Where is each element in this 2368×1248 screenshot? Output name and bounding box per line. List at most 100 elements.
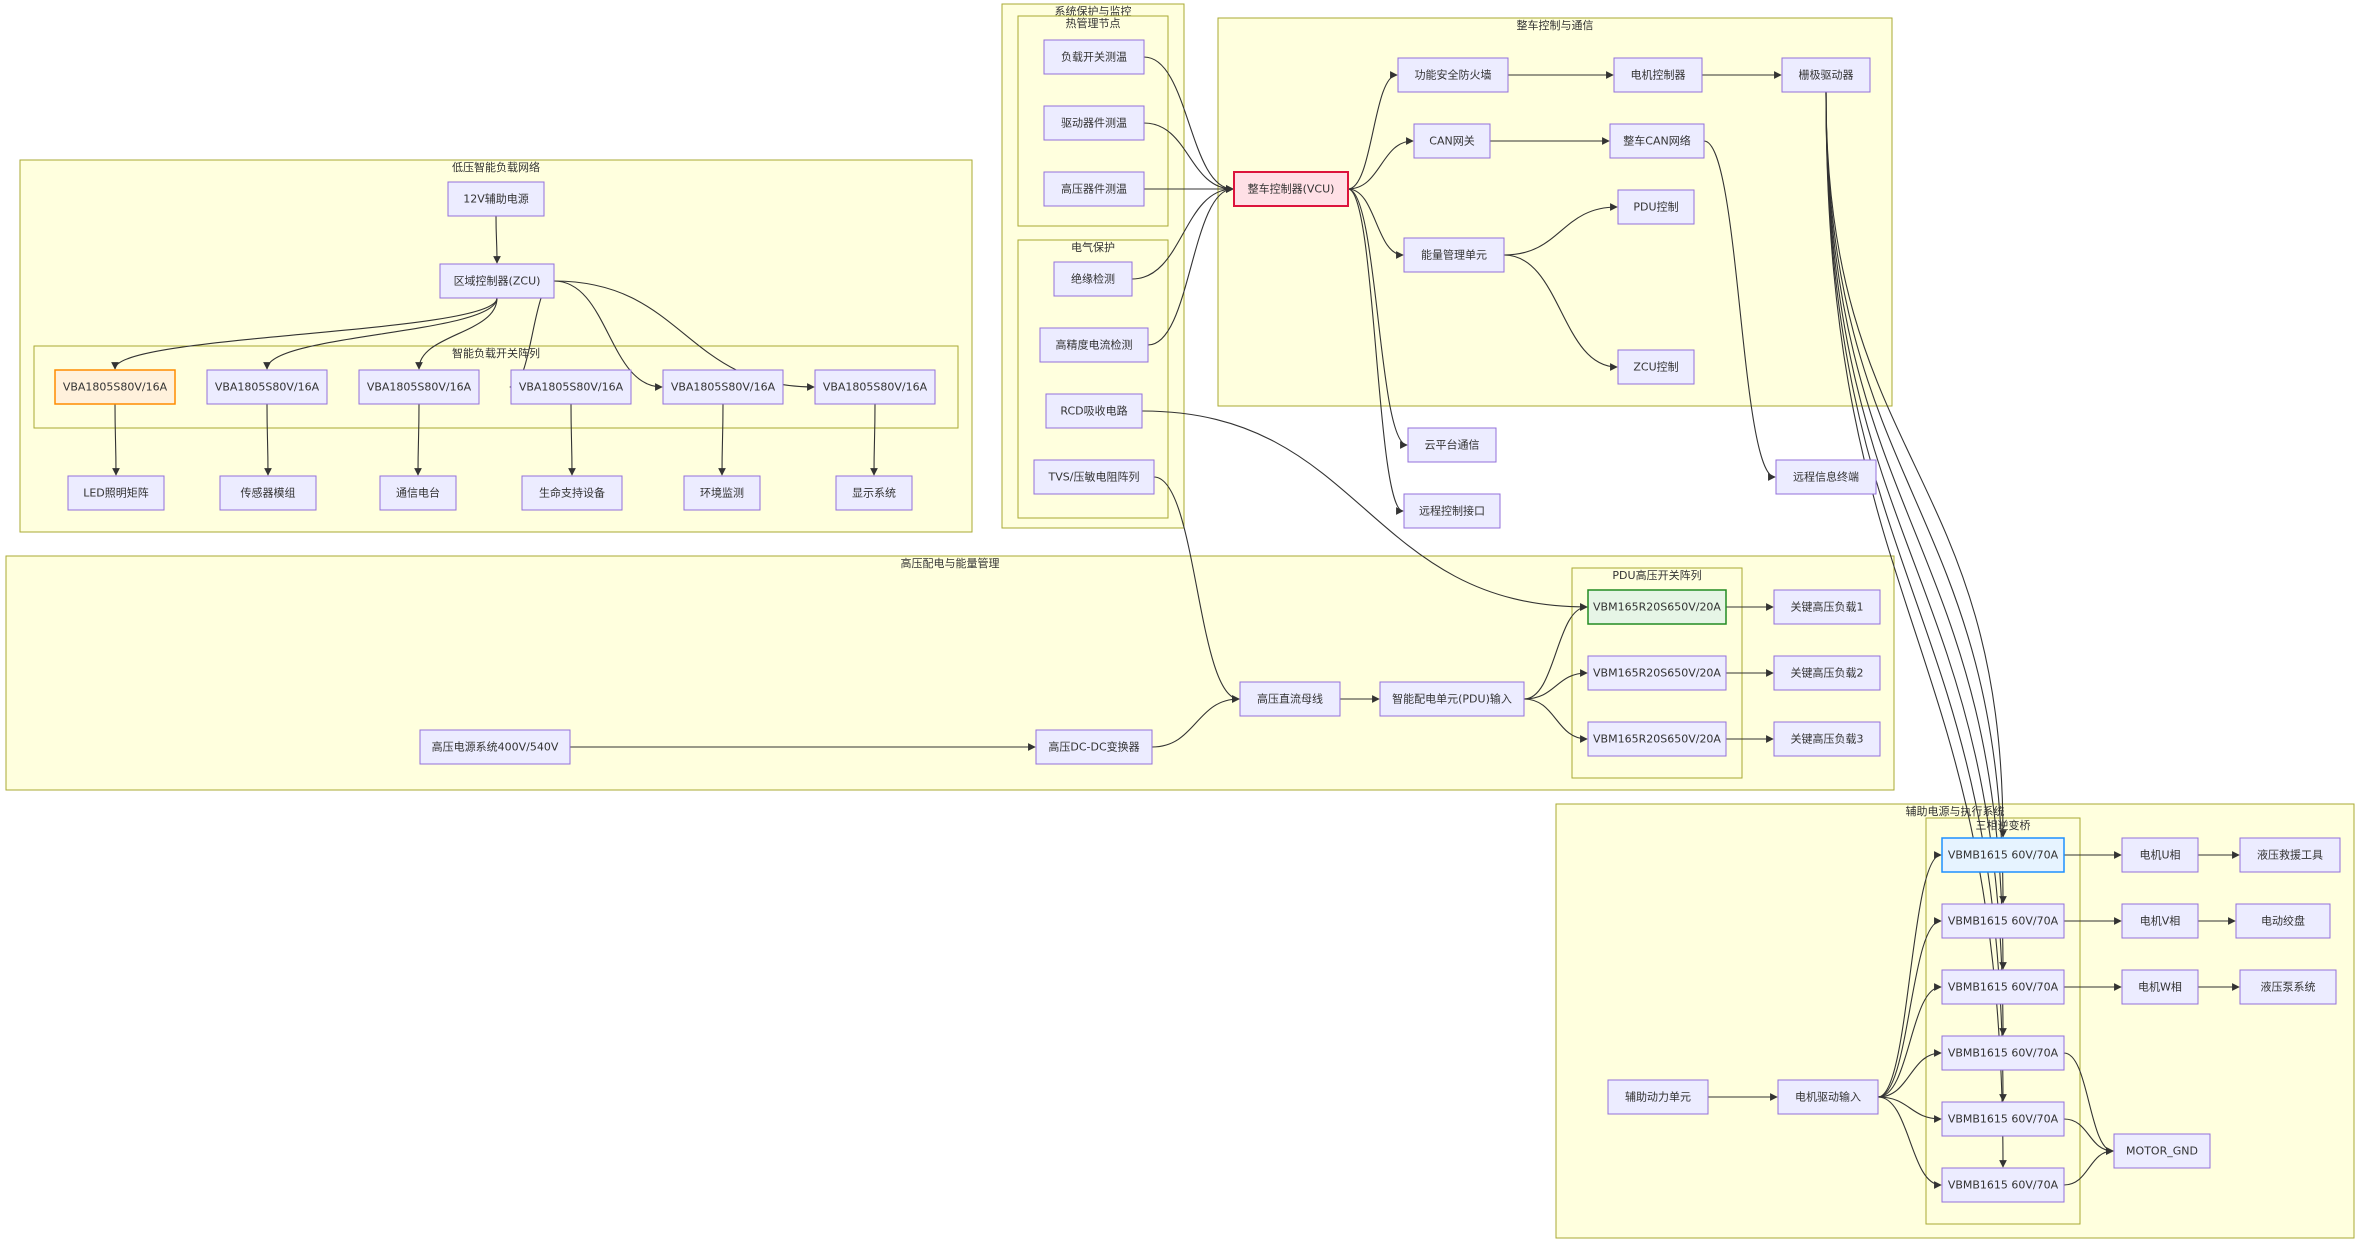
- node-rcd[interactable]: RCD吸收电路: [1045, 393, 1143, 429]
- node-box: [1773, 589, 1881, 625]
- node-zcu-ctrl[interactable]: ZCU控制: [1617, 349, 1695, 385]
- node-box: [447, 181, 545, 217]
- node-lvsw5[interactable]: VBA1805S80V/16A: [662, 369, 784, 405]
- node-hvload1[interactable]: 关键高压负载1: [1773, 589, 1881, 625]
- node-dcdc[interactable]: 高压DC-DC变换器: [1035, 729, 1153, 765]
- node-gnd[interactable]: MOTOR_GND: [2113, 1133, 2211, 1169]
- edge-vcu-ems: [1347, 188, 1404, 259]
- node-label: VBMB1615 60V/70A: [1948, 981, 2059, 994]
- node-pump[interactable]: 液压泵系统: [2239, 969, 2337, 1005]
- node-hv-src[interactable]: 高压电源系统400V/540V: [419, 729, 571, 765]
- node-label: 功能安全防火墙: [1415, 68, 1492, 82]
- node-label: 12V辅助电源: [463, 192, 529, 206]
- node-led[interactable]: LED照明矩阵: [67, 475, 165, 511]
- node-remote[interactable]: 远程控制接口: [1403, 493, 1501, 529]
- node-box: [439, 263, 555, 299]
- node-box: [1233, 171, 1349, 207]
- node-phase-u[interactable]: 电机U相: [2121, 837, 2199, 873]
- node-box: [1587, 655, 1727, 691]
- node-label: VBM165R20S650V/20A: [1593, 601, 1721, 614]
- node-hvsw2[interactable]: VBM165R20S650V/20A: [1587, 655, 1727, 691]
- node-inv4[interactable]: VBMB1615 60V/70A: [1941, 1035, 2065, 1071]
- node-display[interactable]: 显示系统: [835, 475, 913, 511]
- node-env[interactable]: 环境监测: [683, 475, 761, 511]
- node-lvsw1[interactable]: VBA1805S80V/16A: [54, 369, 176, 405]
- node-current[interactable]: 高精度电流检测: [1039, 327, 1149, 363]
- node-ems[interactable]: 能量管理单元: [1403, 237, 1505, 273]
- node-hvsw1[interactable]: VBM165R20S650V/20A: [1587, 589, 1727, 625]
- node-insul[interactable]: 绝缘检测: [1053, 261, 1133, 297]
- node-box: [1043, 39, 1145, 75]
- node-box: [521, 475, 623, 511]
- node-hvload2[interactable]: 关键高压负载2: [1773, 655, 1881, 691]
- node-lvsw4[interactable]: VBA1805S80V/16A: [510, 369, 632, 405]
- node-box: [2121, 903, 2199, 939]
- node-motor-ctrl[interactable]: 电机控制器: [1613, 57, 1703, 93]
- node-box: [1941, 837, 2065, 873]
- node-apu[interactable]: 辅助动力单元: [1607, 1079, 1709, 1115]
- node-box: [1941, 1035, 2065, 1071]
- node-hv-bus[interactable]: 高压直流母线: [1239, 681, 1341, 717]
- node-aux12v[interactable]: 12V辅助电源: [447, 181, 545, 217]
- node-box: [2239, 837, 2341, 873]
- node-t-hv[interactable]: 高压器件测温: [1043, 171, 1145, 207]
- node-sensor[interactable]: 传感器模组: [219, 475, 317, 511]
- node-lvsw3[interactable]: VBA1805S80V/16A: [358, 369, 480, 405]
- node-label: 云平台通信: [1425, 438, 1480, 452]
- node-pdu-in[interactable]: 智能配电单元(PDU)输入: [1379, 681, 1525, 717]
- edge-motor_in-inv5: [1877, 1096, 1942, 1123]
- node-inv2[interactable]: VBMB1615 60V/70A: [1941, 903, 2065, 939]
- node-can-gw[interactable]: CAN网关: [1413, 123, 1491, 159]
- cluster-label: 系统保护与监控: [1055, 4, 1132, 18]
- node-box: [1613, 57, 1703, 93]
- node-box: [1045, 393, 1143, 429]
- node-lvsw6[interactable]: VBA1805S80V/16A: [814, 369, 936, 405]
- edge-tvs-hv_bus: [1153, 476, 1240, 703]
- node-rescue[interactable]: 液压救援工具: [2239, 837, 2341, 873]
- cluster-label: 热管理节点: [1066, 16, 1121, 30]
- node-t-load[interactable]: 负载开关测温: [1043, 39, 1145, 75]
- node-hvload3[interactable]: 关键高压负载3: [1773, 721, 1881, 757]
- node-can-net[interactable]: 整车CAN网络: [1609, 123, 1705, 159]
- edge-dcdc-hv_bus: [1151, 695, 1240, 748]
- node-label: 环境监测: [700, 486, 744, 500]
- node-inv6[interactable]: VBMB1615 60V/70A: [1941, 1167, 2065, 1203]
- cluster-vehicle-ctrl: 整车控制与通信: [1217, 17, 1893, 407]
- node-inv1[interactable]: VBMB1615 60V/70A: [1941, 837, 2065, 873]
- node-box: [510, 369, 632, 405]
- cluster-label: 高压配电与能量管理: [901, 556, 1000, 570]
- node-label: 液压泵系统: [2261, 980, 2316, 994]
- edge-vcu-firewall: [1347, 71, 1398, 190]
- node-winch[interactable]: 电动绞盘: [2235, 903, 2331, 939]
- node-pdu-ctrl[interactable]: PDU控制: [1617, 189, 1695, 225]
- edge-vcu-can_gw: [1347, 137, 1414, 190]
- node-telematics[interactable]: 远程信息终端: [1775, 459, 1877, 495]
- node-motor-in[interactable]: 电机驱动输入: [1777, 1079, 1879, 1115]
- node-phase-v[interactable]: 电机V相: [2121, 903, 2199, 939]
- node-inv5[interactable]: VBMB1615 60V/70A: [1941, 1101, 2065, 1137]
- node-box: [1239, 681, 1341, 717]
- node-tvs[interactable]: TVS/压敏电阻阵列: [1033, 459, 1155, 495]
- node-t-drive[interactable]: 驱动器件测温: [1043, 105, 1145, 141]
- node-box: [219, 475, 317, 511]
- node-phase-w[interactable]: 电机W相: [2121, 969, 2199, 1005]
- node-life[interactable]: 生命支持设备: [521, 475, 623, 511]
- node-hvsw3[interactable]: VBM165R20S650V/20A: [1587, 721, 1727, 757]
- node-cloud[interactable]: 云平台通信: [1407, 427, 1497, 463]
- node-radio[interactable]: 通信电台: [379, 475, 457, 511]
- edge-zcu-lvsw2: [263, 297, 498, 370]
- edge-gate_drv-inv3: [1825, 91, 2007, 970]
- node-box: [1407, 427, 1497, 463]
- node-zcu[interactable]: 区域控制器(ZCU): [439, 263, 555, 299]
- edge-lvsw2-sensor: [264, 403, 272, 476]
- node-box: [1397, 57, 1509, 93]
- node-lvsw2[interactable]: VBA1805S80V/16A: [206, 369, 328, 405]
- node-vcu[interactable]: 整车控制器(VCU): [1233, 171, 1349, 207]
- node-label: CAN网关: [1429, 134, 1474, 148]
- edge-ems-zcu_ctrl: [1503, 254, 1618, 371]
- node-gate-drv[interactable]: 栅极驱动器: [1781, 57, 1871, 93]
- node-label: VBMB1615 60V/70A: [1948, 849, 2059, 862]
- node-inv3[interactable]: VBMB1615 60V/70A: [1941, 969, 2065, 1005]
- node-firewall[interactable]: 功能安全防火墙: [1397, 57, 1509, 93]
